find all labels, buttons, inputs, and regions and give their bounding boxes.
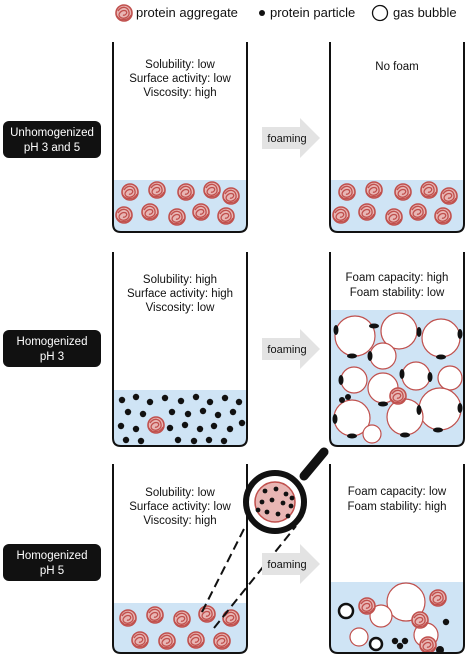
property-line: Solubility: high [143, 274, 217, 286]
beaker-before: Solubility: low Surface activity: low Vi… [112, 464, 248, 654]
tag-box [3, 330, 101, 367]
foaming-arrow: foaming [262, 118, 320, 158]
arrow-label: foaming [267, 559, 306, 571]
beaker-after: Foam capacity: low Foam stability: high [329, 464, 465, 654]
property-line: Viscosity: high [143, 87, 216, 99]
zoomed-particles [255, 486, 295, 519]
liquid [113, 390, 247, 446]
foaming-arrow: foaming [262, 544, 320, 584]
outcome-line: Foam stability: low [350, 287, 445, 299]
row-unhomogenized: Unhomogenized pH 3 and 5 Solubility: low… [3, 42, 465, 233]
tag-line: Unhomogenized [10, 127, 94, 139]
row-tag: Unhomogenized pH 3 and 5 [3, 121, 101, 158]
tag-box [3, 121, 101, 158]
outcome-line: Foam capacity: low [348, 486, 447, 498]
row-tag: Homogenized pH 5 [3, 544, 101, 581]
beaker-before: Solubility: low Surface activity: low Vi… [112, 42, 248, 233]
tag-line: Homogenized [17, 550, 88, 562]
interface-particles [332, 323, 463, 439]
foaming-arrow: foaming [262, 329, 320, 369]
zoom-line [201, 524, 247, 613]
tag-line: pH 3 [40, 351, 64, 363]
bubble-clumps [337, 602, 450, 654]
beaker-wall [112, 42, 248, 233]
beaker-wall [112, 464, 248, 654]
bubble-legend-label: gas bubble [393, 5, 457, 20]
arrow-shape [262, 329, 320, 369]
beaker-wall [112, 252, 248, 447]
small-aggregate [411, 611, 429, 629]
property-line: Viscosity: high [143, 515, 216, 527]
beaker-after: No foam [329, 42, 465, 233]
small-aggregate [358, 597, 376, 615]
tag-line: pH 3 and 5 [24, 142, 80, 154]
small-aggregate [389, 387, 407, 405]
particle-cluster [117, 393, 246, 445]
particle-legend-label: protein particle [270, 5, 355, 20]
arrow-shape [262, 544, 320, 584]
foam-bubbles [349, 582, 439, 648]
arrow-label: foaming [267, 133, 306, 145]
tag-line: Homogenized [17, 336, 88, 348]
small-aggregate [419, 636, 437, 654]
bubble-legend-icon [371, 4, 389, 22]
outcome-line: Foam capacity: high [346, 272, 449, 284]
row-homogenized-ph5: Homogenized pH 5 Solubility: low Surface… [3, 447, 465, 654]
particle-legend-icon [259, 10, 265, 16]
aggregate-legend-label: protein aggregate [136, 5, 238, 20]
arrow-shape [262, 118, 320, 158]
tag-line: pH 5 [40, 565, 64, 577]
property-line: Solubility: low [145, 59, 215, 71]
beaker-before: Solubility: high Surface activity: high … [112, 252, 248, 447]
property-line: Surface activity: low [129, 501, 231, 513]
magnifier [201, 447, 329, 629]
property-line: Solubility: low [145, 487, 215, 499]
outcome-line: No foam [375, 61, 418, 73]
row-homogenized-ph3: Homogenized pH 3 Solubility: high Surfac… [3, 252, 465, 447]
outcome-line: Foam stability: high [347, 501, 446, 513]
small-aggregate [429, 589, 447, 607]
property-line: Surface activity: low [129, 73, 231, 85]
legend: protein aggregate protein particle gas b… [115, 4, 457, 22]
beaker-wall [329, 252, 465, 447]
beaker-wall [329, 42, 465, 233]
property-line: Surface activity: high [127, 288, 233, 300]
property-line: Viscosity: low [146, 302, 216, 314]
magnifier-handle [299, 447, 329, 481]
small-aggregate [147, 416, 165, 434]
aggregate-legend-icon [115, 4, 133, 22]
arrow-label: foaming [267, 344, 306, 356]
beaker-after: Foam capacity: high Foam stability: low [329, 252, 465, 447]
tag-box [3, 544, 101, 581]
beaker-wall [329, 464, 465, 654]
zoom-line [213, 525, 297, 629]
row-tag: Homogenized pH 3 [3, 330, 101, 367]
